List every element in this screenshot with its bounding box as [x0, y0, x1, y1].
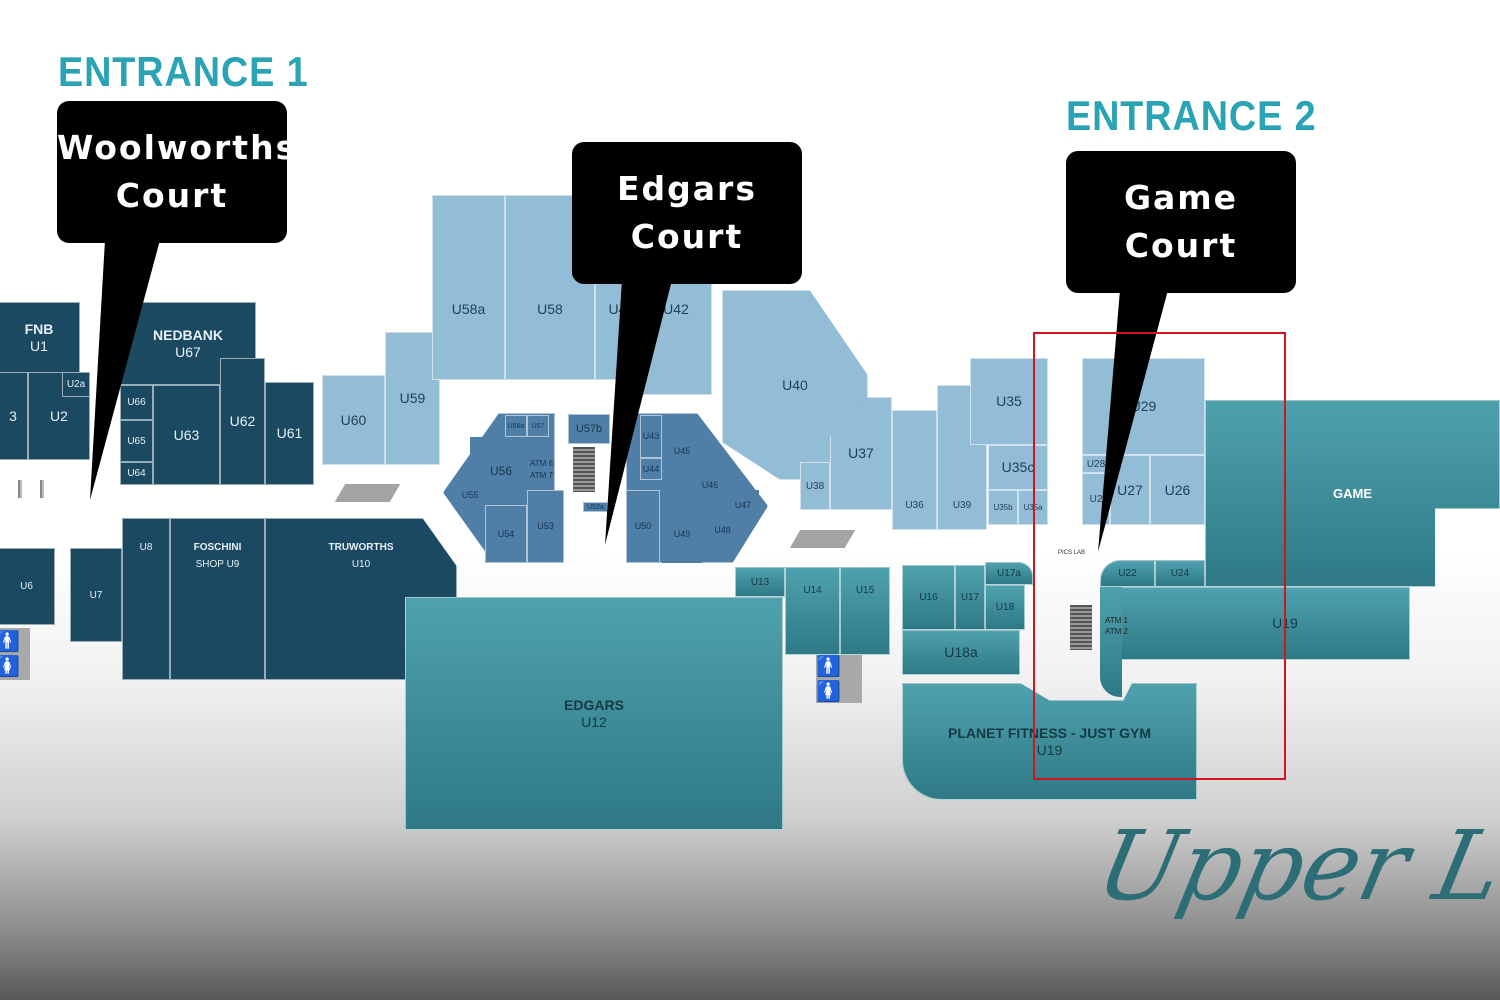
shop-u17[interactable]: U17	[955, 565, 985, 630]
shop-u66[interactable]: U66	[120, 385, 153, 420]
atm-2-label: ATM 2	[1105, 627, 1128, 636]
shop-name: FNB	[24, 321, 54, 337]
shop-u62[interactable]: U62	[220, 358, 265, 485]
atm-1-label: ATM 1	[1105, 616, 1128, 625]
restroom-icon: 🚹🚺	[816, 655, 862, 703]
shop-u29[interactable]: U29	[1082, 358, 1205, 455]
escalator	[573, 447, 595, 492]
shop-name: PLANET FITNESS - JUST GYM	[947, 724, 1151, 741]
shop-u38[interactable]: U38	[800, 462, 830, 510]
shop-u54[interactable]: U54	[485, 505, 527, 563]
highlight-rectangle	[1033, 332, 1286, 780]
shop-u18a[interactable]: U18a	[902, 630, 1020, 675]
edgars-callout-tail	[605, 280, 672, 545]
shop-unit: U19	[1036, 741, 1063, 758]
shop-u17a[interactable]: U17a	[985, 562, 1033, 585]
callout-line: Edgars	[617, 169, 757, 208]
escalator	[1070, 605, 1092, 650]
shop-u58a[interactable]: U58a	[432, 195, 505, 380]
callout-line: Woolworths	[57, 128, 298, 167]
shop-u49[interactable]: U49	[662, 505, 702, 563]
shop-name: NEDBANK	[153, 326, 223, 343]
shop-u15[interactable]: U15	[840, 567, 890, 655]
escalator	[0, 480, 62, 498]
shop-u35c[interactable]: U35c	[988, 445, 1048, 490]
restroom-icon: 🚹🚺	[0, 628, 30, 680]
atm-6-7: ATM 6 ATM 7	[530, 458, 553, 482]
callout-line: Court	[630, 217, 744, 256]
shop-u19[interactable]: U19	[1120, 587, 1410, 660]
shop-unit: U1	[30, 338, 48, 354]
shop-u60[interactable]: U60	[322, 375, 385, 465]
game-callout-tail	[1098, 290, 1168, 552]
shop-u53[interactable]: U53	[527, 490, 564, 563]
shop-u61[interactable]: U61	[265, 382, 314, 485]
shop-u43[interactable]: U43	[640, 415, 662, 458]
shop-u59[interactable]: U59	[385, 332, 440, 465]
shop-u6[interactable]: U6	[0, 548, 55, 625]
shop-u36[interactable]: U36	[892, 410, 937, 530]
shop-u26[interactable]: U26	[1150, 455, 1205, 525]
shop-foschini[interactable]: FOSCHINI SHOP U9	[170, 518, 265, 680]
shop-u44[interactable]: U44	[640, 458, 662, 480]
shop-u57b[interactable]: U57b	[568, 414, 610, 444]
shop-u2a[interactable]: U2a	[62, 372, 90, 397]
level-title: Upper Level	[1088, 810, 1500, 922]
shop-unit: U67	[175, 343, 201, 360]
shop-u14[interactable]: U14	[785, 567, 840, 655]
shop-u3[interactable]: 3	[0, 372, 28, 460]
shop-name: TRUWORTHS	[328, 542, 394, 553]
shop-name: EDGARS	[564, 696, 624, 713]
entrance-1-label: ENTRANCE 1	[58, 48, 309, 95]
shop-u65[interactable]: U65	[120, 420, 153, 462]
pics-lab-label: PICS LAB	[1058, 550, 1086, 556]
woolworths-callout-tail	[90, 240, 160, 500]
shop-u50[interactable]: U50	[626, 490, 660, 563]
shop-u56a[interactable]: U56a	[505, 415, 527, 437]
callout-line: Court	[115, 176, 229, 215]
entrance-2-label: ENTRANCE 2	[1066, 92, 1317, 139]
shop-u7[interactable]: U7	[70, 548, 122, 642]
shop-u55[interactable]: U55	[455, 480, 485, 510]
gym-connector	[1100, 587, 1122, 697]
shop-u57[interactable]: U57	[527, 415, 549, 437]
shop-u64[interactable]: U64	[120, 462, 153, 485]
callout-line: Game	[1123, 178, 1239, 217]
shop-u16[interactable]: U16	[902, 565, 955, 630]
atm-7-label: ATM 7	[530, 471, 553, 480]
atm-1-2: ATM 1 ATM 2	[1105, 615, 1128, 637]
shop-u18[interactable]: U18	[985, 585, 1025, 630]
shop-u24[interactable]: U24	[1155, 560, 1205, 587]
shop-u8[interactable]: U8	[122, 518, 170, 680]
shop-u63[interactable]: U63	[153, 385, 220, 485]
shop-name: FOSCHINI	[193, 542, 242, 553]
atm-6-label: ATM 6	[530, 459, 553, 468]
shop-unit: U10	[351, 559, 371, 570]
shop-u39[interactable]: U39	[937, 385, 987, 530]
shop-unit: U12	[581, 713, 607, 730]
shop-u48[interactable]: U48	[705, 515, 740, 545]
shop-u22[interactable]: U22	[1100, 560, 1155, 587]
callout-line: Court	[1124, 226, 1238, 265]
shop-unit: SHOP U9	[195, 559, 240, 570]
shop-u35b[interactable]: U35b	[988, 490, 1018, 525]
shop-u46[interactable]: U46	[690, 465, 730, 505]
shop-u13[interactable]: U13	[735, 567, 785, 597]
